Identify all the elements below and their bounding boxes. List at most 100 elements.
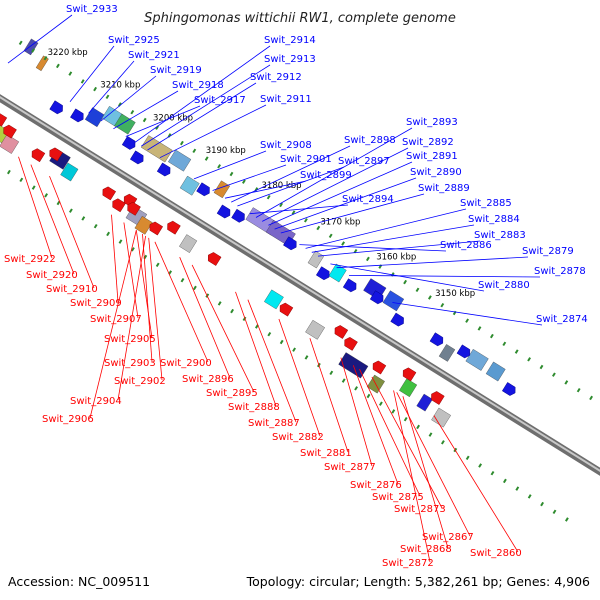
tick-dash [391,409,396,414]
tick-dash [366,393,371,399]
tick-dash [230,308,235,314]
reverse-gene-leader [49,175,95,289]
forward-gene-leader [113,90,179,130]
forward-gene-leader [7,14,73,64]
forward-gene-label: Swit_2921 [128,50,180,61]
reverse-gene-label: Swit_2904 [70,396,122,407]
forward-gene-leader [69,45,115,102]
forward-gene-label: Swit_2893 [406,117,458,128]
reverse-gene-label: Swit_2922 [4,254,56,265]
tick-dash [68,71,73,76]
forward-gene-arrow [49,100,63,115]
forward-gene-label: Swit_2933 [66,4,118,15]
accession-text: Accession: NC_009511 [8,574,150,589]
reverse-gene-arrow [127,201,141,216]
tick-dash [292,347,297,352]
reverse-feature-box [179,234,198,253]
forward-gene-leader [274,177,417,230]
forward-feature-box [23,38,39,56]
forward-gene-leader [255,127,413,218]
tick-dash [328,233,333,239]
forward-gene-label: Swit_2894 [342,194,394,205]
tick-dash [527,494,532,499]
kbp-label: 3160 kbp [376,252,416,262]
tick-dash [217,164,222,169]
tick-dash [415,287,420,293]
reverse-gene-label: Swit_2895 [206,388,258,399]
tick-dash [564,380,569,385]
forward-gene-label: Swit_2891 [406,151,458,162]
tick-dash [117,102,122,107]
tick-dash [106,231,111,237]
tick-dash [118,239,123,244]
tick-dash [130,109,135,115]
forward-gene-label: Swit_2908 [260,140,312,151]
tick-dash [279,202,284,208]
forward-gene-label: Swit_2898 [344,135,396,146]
forward-gene-arrow [342,278,357,293]
tick-dash [403,416,408,422]
reverse-gene-leader [89,230,137,419]
tick-dash [354,386,359,391]
tick-dash [93,86,98,92]
tick-dash [167,133,172,138]
tick-dash [55,63,60,69]
forward-gene-leader [262,147,409,222]
forward-gene-label: Swit_2913 [264,54,316,65]
tick-dash [540,501,545,507]
forward-gene-label: Swit_2874 [536,314,588,325]
map-title: Sphingomonas wittichii RW1, complete gen… [144,11,456,26]
tick-dash [291,210,296,215]
reverse-gene-arrow [3,124,17,139]
forward-gene-label: Swit_2901 [280,154,332,165]
reverse-feature-box [134,215,153,235]
reverse-feature-box [60,162,79,182]
reverse-gene-arrow [208,252,222,266]
tick-dash [303,218,308,223]
tick-dash [80,79,85,84]
forward-gene-arrow [501,382,516,396]
reverse-gene-leader [393,390,431,563]
kbp-label: 3190 kbp [206,146,246,156]
tick-dash [105,94,110,100]
reverse-feature-box [0,134,20,154]
tick-dash [440,302,445,308]
genome-summary-text: Topology: circular; Length: 5,382,261 bp… [246,574,590,589]
tick-dash [180,277,185,283]
reverse-gene-label: Swit_2877 [324,462,376,473]
kbp-label: 3170 kbp [320,218,360,228]
forward-gene-label: Swit_2880 [478,280,530,291]
reverse-gene-arrow [279,302,294,317]
forward-gene-leader [268,161,413,226]
tick-dash [589,395,594,401]
forward-gene-leader [299,244,447,252]
forward-gene-arrow [156,162,171,177]
reverse-gene-label: Swit_2888 [228,402,280,413]
tick-dash [465,455,470,461]
tick-dash [43,55,48,61]
tick-dash [81,216,86,221]
reverse-feature-box [431,407,451,428]
forward-gene-leader [330,263,485,292]
forward-gene-label: Swit_2879 [522,246,574,257]
forward-gene-label: Swit_2889 [418,183,470,194]
reverse-gene-arrow [431,391,445,405]
kbp-label: 3210 kbp [100,81,140,91]
tick-dash [93,223,98,229]
reverse-gene-label: Swit_2882 [272,432,324,443]
reverse-gene-leader [148,237,163,381]
forward-gene-arrow [196,182,210,197]
reverse-gene-arrow [402,367,417,382]
forward-gene-leader [212,164,287,191]
tick-dash [341,241,346,246]
forward-gene-arrow [129,150,144,165]
reverse-gene-label: Swit_2867 [422,532,474,543]
reverse-gene-leader [433,415,519,553]
forward-gene-leader [159,104,267,159]
tick-dash [18,40,23,46]
reverse-gene-leader [30,164,75,275]
tick-dash [242,316,247,322]
genome-backbone [0,94,600,476]
tick-dash [304,355,309,360]
feature-tracks [0,38,516,428]
